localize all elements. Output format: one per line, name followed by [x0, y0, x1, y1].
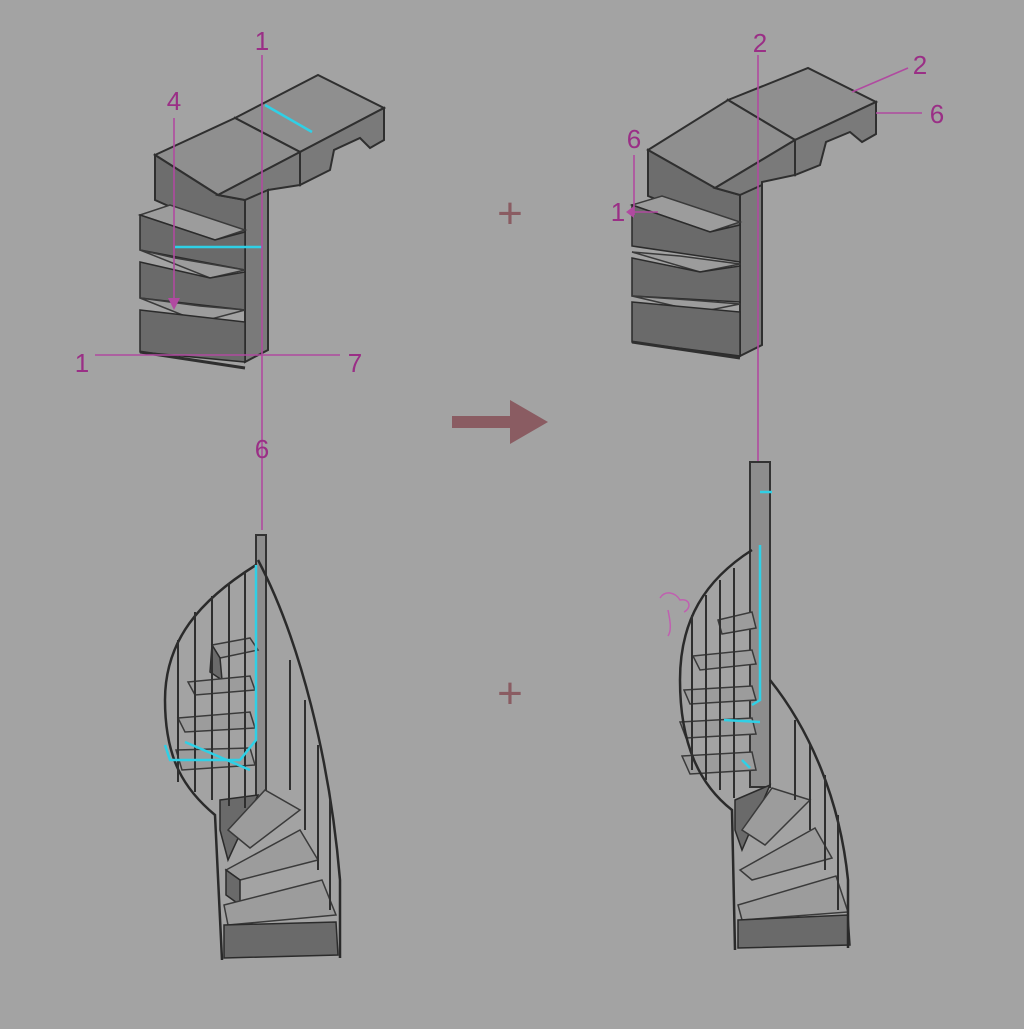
left-arrowhead-down — [168, 298, 180, 310]
label-a-left: 4 — [167, 86, 181, 116]
right-block-staircase — [629, 66, 879, 360]
label-b-left-upper: 6 — [627, 124, 641, 154]
right-spiral-step-2 — [691, 649, 757, 671]
right-spiral-step-8 — [737, 875, 850, 921]
plus-bottom: + — [497, 669, 523, 718]
label-a-top: 1 — [255, 26, 269, 56]
left-spiral-staircase — [163, 534, 342, 961]
left-spiral-step-5 — [226, 789, 302, 849]
right-base-edge — [631, 340, 741, 360]
right-step-2-face — [631, 257, 741, 303]
label-b-top: 2 — [753, 28, 767, 58]
right-spiral-step-7 — [738, 826, 834, 881]
right-arrowhead-left — [626, 206, 634, 218]
left-spiral-step-3 — [176, 711, 257, 733]
right-step-1-face — [631, 203, 741, 263]
label-b-top-right: 2 — [913, 50, 927, 80]
right-guide-2 — [851, 67, 909, 93]
label-b-right: 6 — [930, 99, 944, 129]
right-spiral-cyan — [723, 490, 772, 769]
right-sketch-mark — [659, 592, 690, 637]
label-a-bottom-right: 7 — [348, 348, 362, 378]
left-step-1-face — [139, 213, 246, 271]
label-b-left-lower: 1 — [611, 197, 625, 227]
left-guide-lines — [95, 55, 340, 530]
right-spiral-step-8-face — [737, 914, 851, 949]
right-step-2-top — [631, 251, 741, 273]
right-spiral-outer-rail — [678, 548, 753, 951]
right-guide-lines — [626, 55, 922, 465]
arrow-right-icon — [452, 400, 548, 444]
left-spiral-step-7-face — [223, 921, 339, 959]
left-step-2-top — [139, 249, 246, 279]
label-a-lower: 6 — [255, 434, 269, 464]
left-cyan-landing — [264, 103, 313, 134]
left-step-3-face — [139, 309, 246, 363]
left-tower-side — [244, 188, 269, 364]
label-a-bottom-left: 1 — [75, 348, 89, 378]
left-spiral-step-7 — [223, 879, 338, 926]
right-step-3-face — [631, 301, 741, 357]
left-step-2-face — [139, 261, 246, 311]
left-spiral-cyan — [163, 565, 258, 772]
left-landing-side — [299, 106, 385, 187]
left-spiral-right-rail — [256, 559, 342, 958]
right-spiral-right-rail — [769, 679, 850, 948]
plus-top: + — [497, 189, 523, 238]
right-spiral-staircase — [659, 461, 851, 951]
